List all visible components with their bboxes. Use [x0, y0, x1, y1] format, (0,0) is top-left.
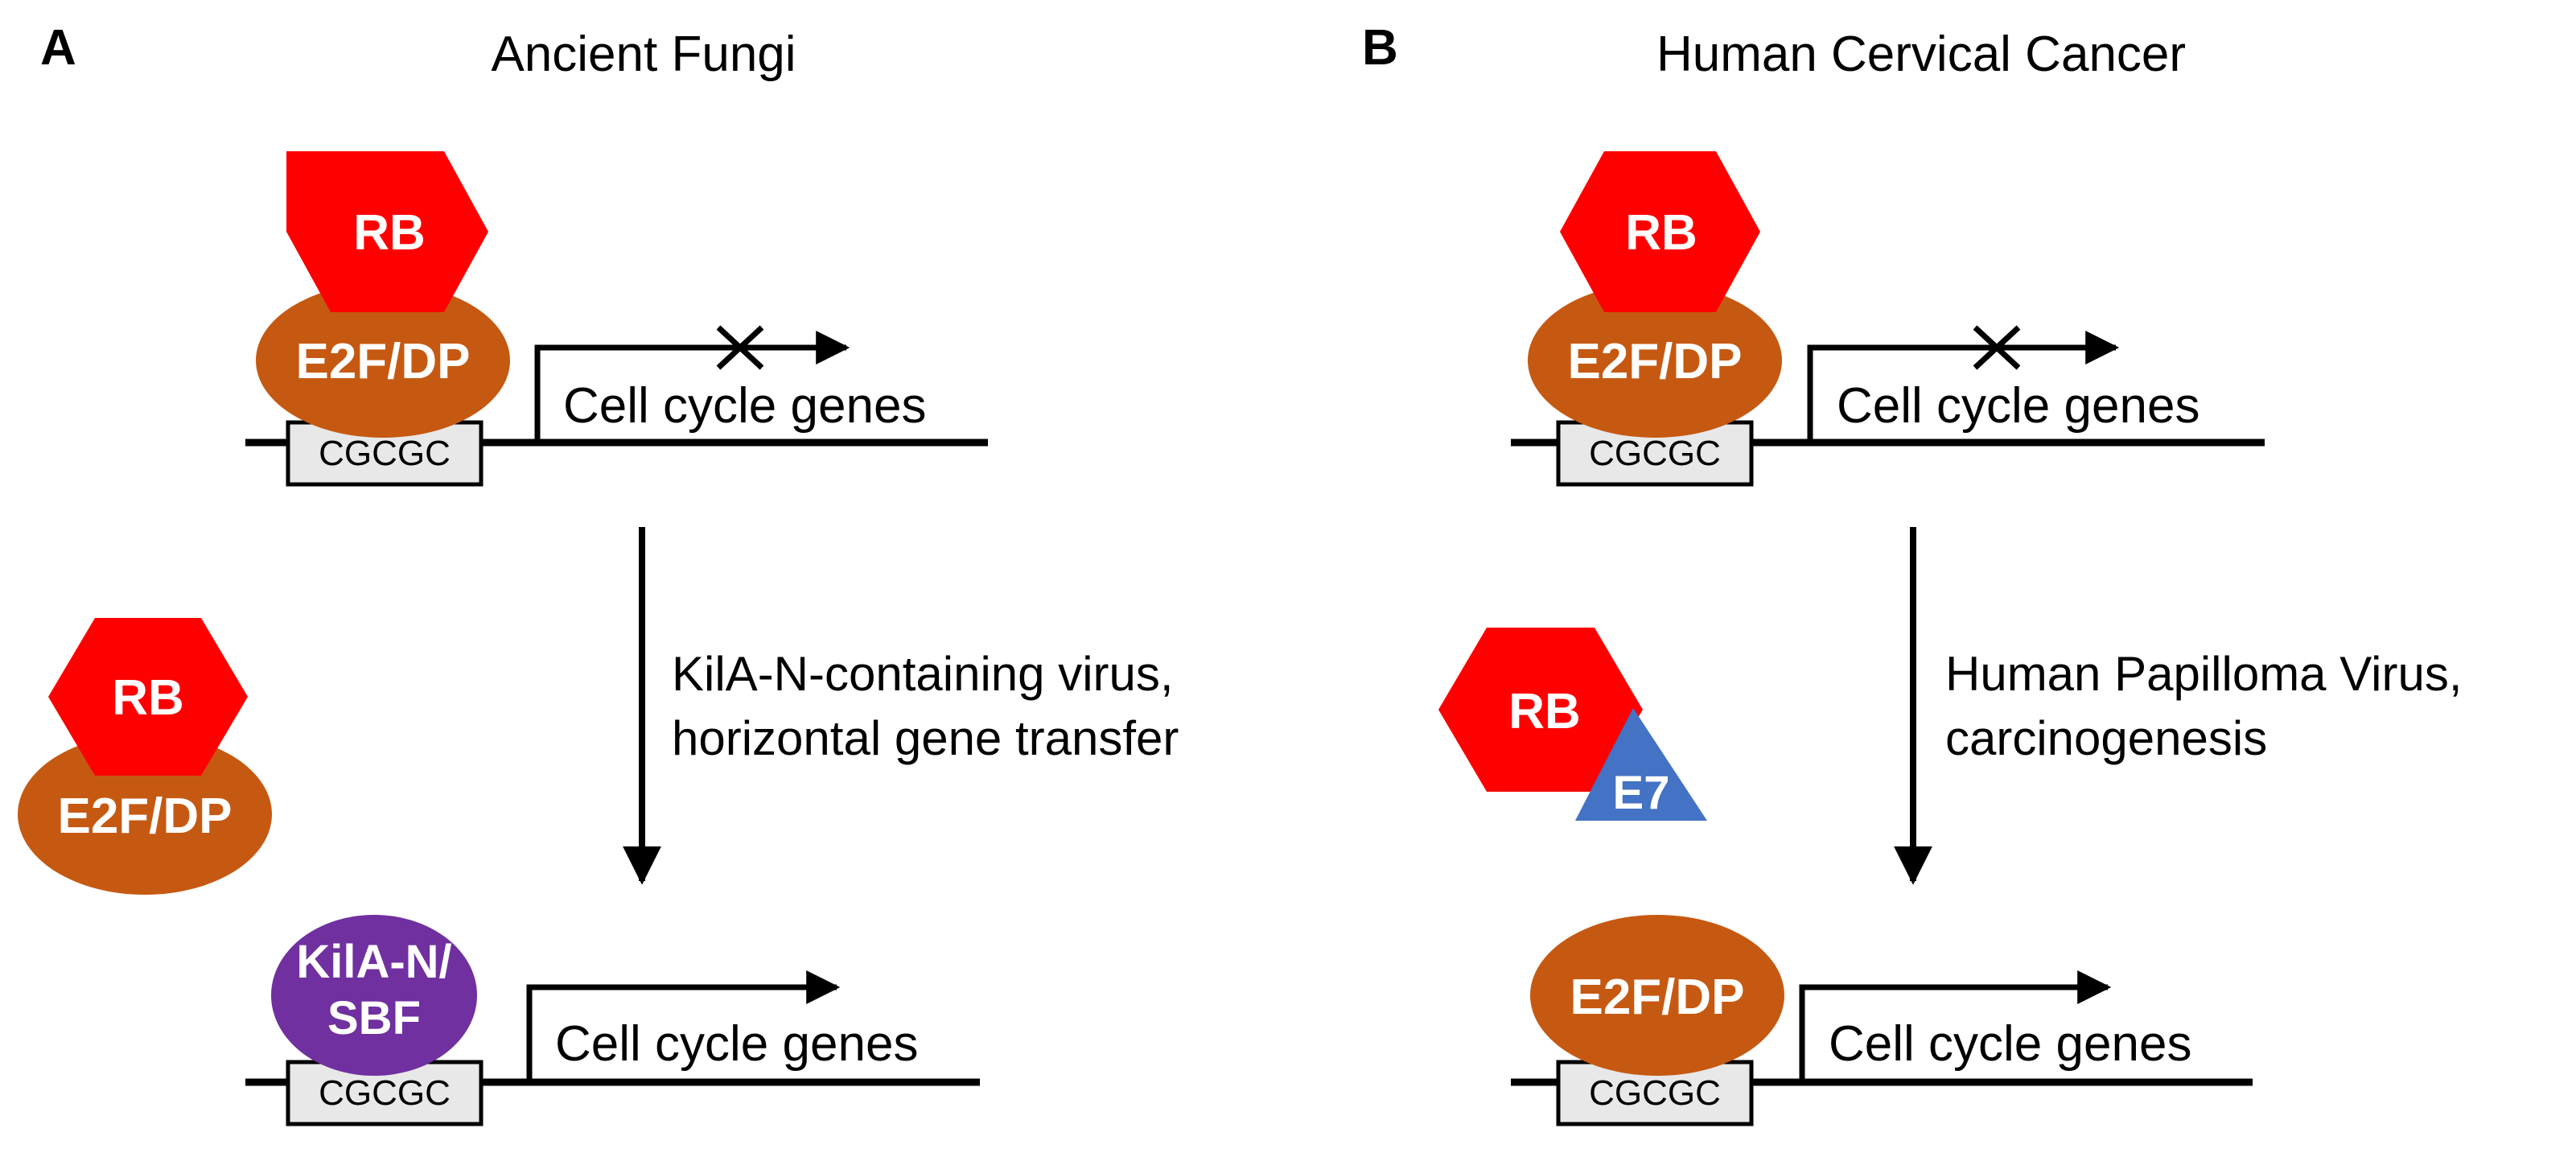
arrow-label-line-2: carcinogenesis: [1945, 711, 2267, 765]
transcription-arrow: [526, 970, 841, 1082]
panel-b-free-complex: RB E7: [1438, 628, 1707, 821]
rb-label: RB: [112, 670, 184, 726]
e2f-dp-complex: [1528, 283, 1782, 438]
panel-a-top-gene: CGCGC Cell cycle genes E2F/DP RB: [245, 151, 988, 487]
e2f-dp-complex: [1530, 915, 1784, 1076]
arrow-label-line-2: horizontal gene transfer: [672, 711, 1179, 765]
e2f-dp-label: E2F/DP: [1567, 334, 1742, 389]
panel-a: A Ancient Fungi CGCGC Cell cycle genes E…: [18, 20, 1179, 1126]
e2f-dp-complex: [256, 283, 510, 438]
e2f-dp-label: E2F/DP: [57, 789, 232, 844]
rb-hexagon: [48, 618, 248, 776]
panel-b-bottom-gene: CGCGC Cell cycle genes E2F/DP: [1511, 915, 2253, 1126]
e7-label: E7: [1613, 767, 1670, 819]
cgcgc-site-label: CGCGC: [1589, 434, 1721, 473]
panel-b: B Human Cervical Cancer CGCGC Cell cycle…: [1362, 20, 2463, 1126]
rb-hexagon-fill: [288, 151, 488, 312]
rb-hexagon: [1438, 628, 1643, 792]
e2f-dp-label: E2F/DP: [1570, 970, 1744, 1025]
panel-a-letter: A: [40, 20, 76, 76]
rb-label: RB: [1625, 205, 1697, 261]
panel-a-title: Ancient Fungi: [491, 27, 796, 82]
transcription-arrow: [1807, 331, 2120, 443]
e2f-dp-label: E2F/DP: [295, 334, 470, 389]
arrow-label-line-1: KilA-N-containing virus,: [672, 647, 1174, 701]
kila-n-label-line-1: KilA-N/: [296, 936, 451, 988]
transcription-arrow: [1799, 970, 2112, 1082]
rb-hexagon: [1560, 151, 1760, 312]
cgcgc-site-label: CGCGC: [319, 1073, 451, 1113]
cgcgc-site-label: CGCGC: [319, 434, 451, 473]
blocked-x-icon: [1973, 325, 2021, 370]
panel-b-top-gene: CGCGC Cell cycle genes E2F/DP RB: [1511, 151, 2265, 487]
arrow-label-line-1: Human Papilloma Virus,: [1945, 647, 2463, 701]
kila-n-label-line-2: SBF: [327, 992, 421, 1044]
blocked-x-icon: [716, 325, 764, 370]
e2f-dp-complex: [18, 734, 272, 895]
cell-cycle-genes-label: Cell cycle genes: [1837, 378, 2199, 434]
panel-b-title: Human Cervical Cancer: [1656, 27, 2186, 82]
panel-a-bottom-gene: CGCGC Cell cycle genes KilA-N/ SBF: [245, 915, 980, 1126]
panel-a-free-complex: E2F/DP RB: [18, 618, 272, 895]
panel-b-letter: B: [1362, 20, 1398, 76]
cell-cycle-genes-label: Cell cycle genes: [1829, 1016, 2191, 1072]
cgcgc-site-box: [286, 1060, 484, 1126]
kila-n-sbf-factor: [271, 915, 477, 1076]
cgcgc-site-label: CGCGC: [1589, 1073, 1721, 1113]
cell-cycle-genes-label: Cell cycle genes: [555, 1016, 918, 1072]
e7-triangle: [1575, 708, 1707, 821]
cell-cycle-genes-label: Cell cycle genes: [563, 378, 926, 434]
rb-label: RB: [1508, 684, 1581, 739]
rb-label: RB: [353, 205, 426, 261]
